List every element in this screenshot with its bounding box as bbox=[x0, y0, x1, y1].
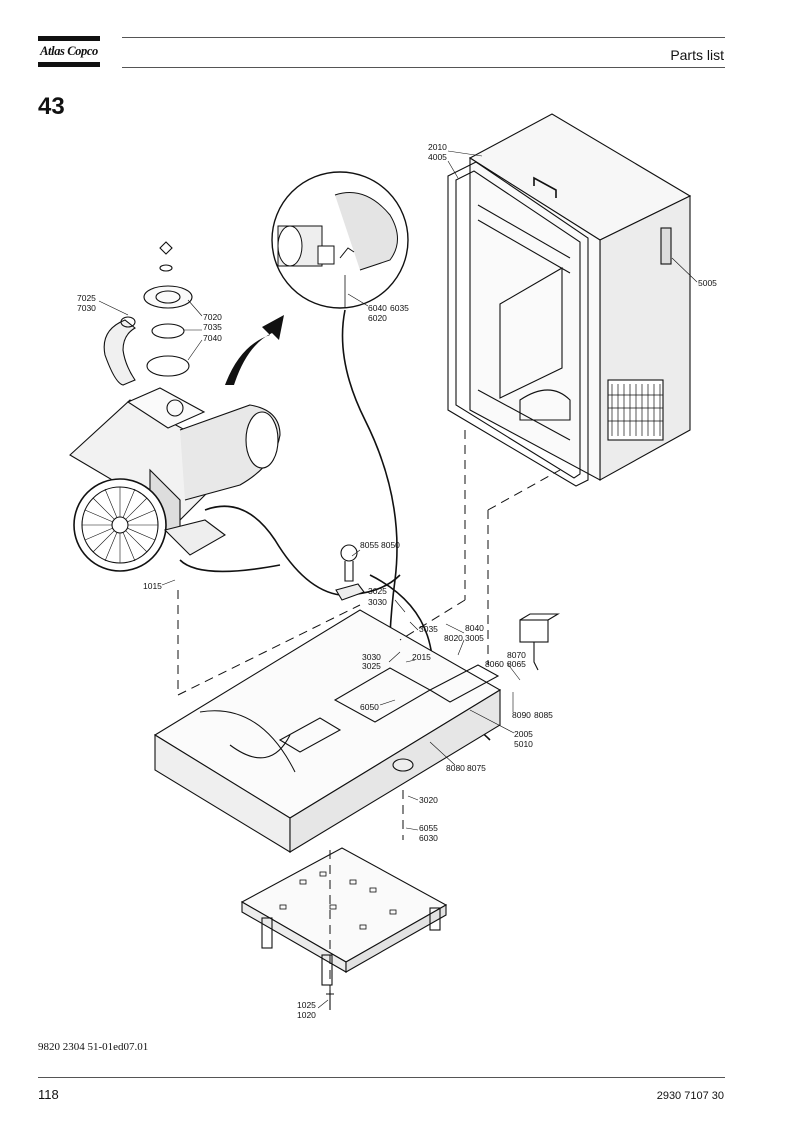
callout-5010: 5010 bbox=[514, 739, 533, 749]
callout-8050: 8050 bbox=[381, 540, 400, 550]
callout-8020: 8020 bbox=[444, 633, 463, 643]
callout-3005: 3005 bbox=[465, 633, 484, 643]
assembly-dashed-lines bbox=[177, 430, 561, 990]
callout-3020: 3020 bbox=[419, 795, 438, 805]
callout-8060: 8060 bbox=[485, 659, 504, 669]
header-rule-bottom bbox=[122, 67, 725, 68]
atlas-copco-logo: Atlas Copco bbox=[38, 36, 100, 67]
logo-bar-bottom bbox=[38, 62, 100, 67]
callout-8065: 8065 bbox=[507, 659, 526, 669]
section-number: 43 bbox=[38, 93, 65, 120]
callout-3025-lower: 3025 bbox=[362, 661, 381, 671]
callout-2010: 2010 bbox=[428, 142, 447, 152]
callout-3035: 3035 bbox=[419, 624, 438, 634]
callout-2005: 2005 bbox=[514, 729, 533, 739]
callout-6040: 6040 bbox=[368, 303, 387, 313]
header-rule-top bbox=[122, 37, 725, 38]
document-reference: 9820 2304 51-01ed07.01 bbox=[38, 1041, 149, 1053]
detail-magnifier bbox=[271, 171, 409, 309]
callout-7030: 7030 bbox=[77, 303, 96, 313]
callout-labels: 2010 4005 5005 7025 7030 7020 7035 7040 … bbox=[77, 142, 717, 1020]
callout-6050: 6050 bbox=[360, 702, 379, 712]
callout-1020: 1020 bbox=[297, 1010, 316, 1020]
callout-5005: 5005 bbox=[698, 278, 717, 288]
callout-6055: 6055 bbox=[419, 823, 438, 833]
base-frame bbox=[153, 609, 502, 853]
callout-4005: 4005 bbox=[428, 152, 447, 162]
callout-6035: 6035 bbox=[390, 303, 409, 313]
callout-8070: 8070 bbox=[507, 650, 526, 660]
part-number: 2930 7107 30 bbox=[656, 1090, 724, 1102]
callout-2015: 2015 bbox=[412, 652, 431, 662]
mounting-stand bbox=[240, 847, 448, 1010]
page-number: 118 bbox=[38, 1087, 59, 1102]
callout-8085: 8085 bbox=[534, 710, 553, 720]
callout-7040: 7040 bbox=[203, 333, 222, 343]
callout-7035: 7035 bbox=[203, 322, 222, 332]
callout-3030-lower: 3030 bbox=[362, 652, 381, 662]
air-filter-parts bbox=[103, 241, 193, 386]
callout-8090: 8090 bbox=[512, 710, 531, 720]
callout-8080: 8080 bbox=[446, 763, 465, 773]
header-title: Parts list bbox=[670, 47, 724, 63]
pressure-switch-gauge bbox=[335, 544, 560, 671]
callout-1015: 1015 bbox=[143, 581, 162, 591]
callout-8075: 8075 bbox=[467, 763, 486, 773]
callout-7020: 7020 bbox=[203, 312, 222, 322]
callout-leaders bbox=[98, 150, 698, 1009]
footer-rule bbox=[38, 1077, 725, 1078]
callout-3030-upper: 3030 bbox=[368, 597, 387, 607]
callout-6030: 6030 bbox=[419, 833, 438, 843]
explode-arrow bbox=[225, 315, 284, 385]
compressor-motor-assembly bbox=[69, 387, 281, 572]
logo-bar-top bbox=[38, 36, 100, 41]
callout-8040: 8040 bbox=[465, 623, 484, 633]
callout-1025: 1025 bbox=[297, 1000, 316, 1010]
callout-7025: 7025 bbox=[77, 293, 96, 303]
logo-text: Atlas Copco bbox=[40, 44, 98, 58]
cabinet-canopy bbox=[447, 113, 692, 487]
callout-8055: 8055 bbox=[360, 540, 379, 550]
callout-6020: 6020 bbox=[368, 313, 387, 323]
callout-3025-upper: 3025 bbox=[368, 586, 387, 596]
